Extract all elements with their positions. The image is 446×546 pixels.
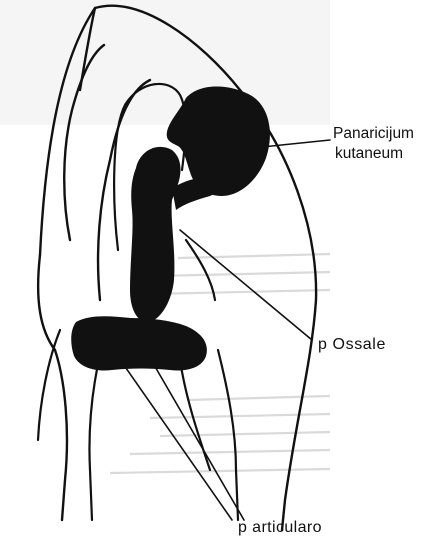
ossale-blob bbox=[130, 147, 180, 322]
label-ossale: p Ossale bbox=[318, 335, 386, 355]
label-articularo: p articularo bbox=[238, 518, 322, 538]
label-kutaneum-line1: Panaricijum bbox=[333, 124, 414, 144]
articularo-blob bbox=[71, 316, 207, 370]
connector-blob bbox=[172, 177, 218, 210]
leader-ossale bbox=[180, 230, 312, 340]
label-panaricijum-kutaneum: Panaricijum kutaneum bbox=[333, 124, 414, 164]
leader-kutaneum bbox=[262, 140, 330, 147]
infection-areas bbox=[71, 87, 270, 371]
scan-shading bbox=[0, 0, 330, 125]
label-kutaneum-line2: kutaneum bbox=[333, 144, 414, 164]
